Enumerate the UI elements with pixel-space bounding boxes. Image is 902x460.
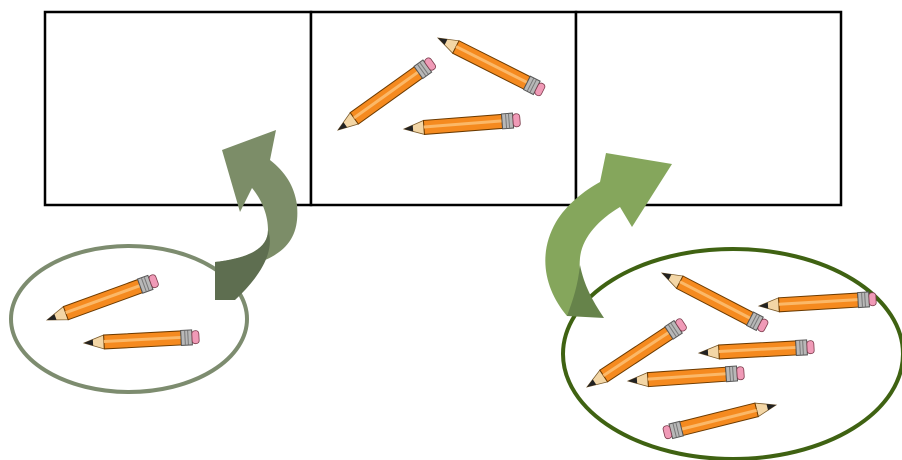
box-middle-pencil-2 — [436, 37, 546, 97]
pencils-layer — [45, 37, 877, 440]
left-arrow-body — [215, 130, 298, 272]
right-arrow-body — [545, 153, 672, 316]
right-group-pencil-4 — [697, 339, 815, 360]
box-middle-pencil-3 — [402, 112, 521, 135]
right-group-pencil-6 — [662, 402, 778, 440]
right-group-pencil-1 — [660, 272, 769, 333]
left-group-pencil-1 — [45, 274, 159, 321]
right-group-pencil-5 — [626, 365, 745, 388]
right-group-pencil-3 — [585, 318, 687, 388]
right-arrow-shadow — [567, 265, 604, 318]
right-group-pencil-2 — [757, 291, 877, 313]
right-group-ring — [561, 247, 902, 460]
left-arrow-shadow — [215, 230, 270, 300]
left-arrow — [215, 130, 298, 300]
left-group-pencil-2 — [82, 329, 200, 350]
right-arrow — [545, 153, 672, 318]
box-middle-pencil-1 — [337, 57, 436, 131]
left-group-ring — [9, 244, 249, 394]
